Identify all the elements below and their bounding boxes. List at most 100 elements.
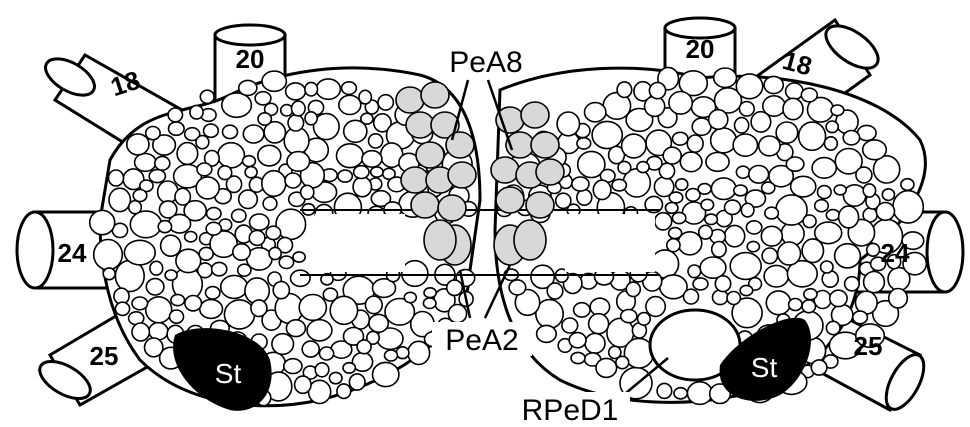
neuron-cell — [307, 320, 332, 341]
neuron-cell — [803, 215, 816, 228]
neuron-cell — [262, 71, 286, 91]
neuron-cell — [747, 241, 759, 251]
neuron-cell — [239, 80, 257, 95]
neuron-cell — [843, 185, 865, 206]
neuron-cell — [730, 253, 761, 280]
neuron-cell — [693, 278, 708, 290]
neuron-cell — [709, 110, 728, 130]
neuron-cell — [901, 179, 914, 191]
neuron-cell — [839, 206, 859, 228]
neuron-cell — [204, 124, 219, 137]
neuron-cell — [557, 112, 579, 136]
neuron-cell — [272, 334, 294, 355]
nerve-label-24-right: 24 — [881, 238, 910, 268]
neuron-cell — [258, 145, 281, 166]
neuron-cell — [701, 199, 714, 210]
statocyst-left-label: St — [215, 358, 242, 389]
neuron-cell — [764, 76, 783, 93]
neuron-cell — [302, 341, 319, 357]
neuron-cell — [876, 203, 894, 221]
neuron-cell — [739, 102, 754, 116]
neuron-cell — [811, 360, 827, 375]
neuron-cell — [337, 144, 364, 168]
pea-neuron — [491, 157, 519, 183]
neuron-cell — [830, 290, 847, 306]
neuron-cell — [149, 170, 165, 183]
neuron-cell — [168, 108, 182, 122]
neuron-cell — [250, 214, 269, 230]
neuron-cell — [815, 200, 829, 212]
neuron-cell — [109, 170, 124, 186]
neuron-cell — [736, 166, 749, 178]
neuron-cell — [161, 235, 181, 256]
pea-neuron — [448, 162, 476, 188]
neuron-cell — [165, 270, 177, 280]
pea-neuron — [446, 132, 474, 158]
neuron-cell — [674, 388, 687, 399]
neuron-cell — [286, 320, 305, 337]
neuron-cell — [864, 272, 885, 293]
neuron-cell — [725, 225, 745, 246]
neuron-cell — [574, 303, 590, 317]
neuron-cell — [669, 192, 682, 203]
neuron-cell — [684, 289, 699, 304]
neuron-cell — [733, 134, 757, 156]
neuron-cell — [342, 82, 357, 95]
neuron-cell — [378, 95, 393, 110]
neuron-cell — [669, 228, 682, 239]
neuron-cell — [791, 176, 816, 197]
pea-neuron — [526, 192, 554, 218]
neuron-cell — [714, 68, 737, 87]
neuron-cell — [373, 362, 399, 386]
neuron-cell — [617, 82, 632, 98]
neuron-cell — [129, 201, 142, 214]
neuron-cell — [687, 135, 703, 152]
neuron-cell — [185, 232, 197, 242]
neuron-cell — [715, 276, 730, 292]
neuron-cell — [212, 262, 227, 275]
neuron-cell — [315, 363, 329, 377]
neuron-cell — [618, 161, 631, 173]
neuron-cell — [197, 163, 212, 176]
commissure-gap-right — [565, 214, 655, 272]
pea-neuron — [421, 82, 449, 108]
neuron-cell — [291, 270, 311, 286]
neuron-cell — [133, 190, 147, 202]
neuron-cell — [562, 318, 578, 333]
neuron-cell — [206, 222, 221, 235]
neuron-cell — [740, 285, 753, 295]
pea-neuron — [401, 167, 429, 193]
neuron-cell — [789, 299, 802, 311]
neuron-cell — [273, 282, 289, 299]
neuron-cell — [834, 185, 846, 195]
neuron-cell — [408, 341, 430, 364]
neuron-cell — [362, 151, 382, 167]
pea-neuron — [416, 142, 444, 168]
neuron-cell — [749, 166, 769, 184]
neuron-cell — [196, 136, 209, 149]
neuron-cell — [863, 184, 875, 197]
neuron-cell — [146, 297, 172, 323]
neuron-cell — [645, 96, 665, 116]
neuron-cell — [646, 297, 665, 317]
neuron-cell — [185, 296, 202, 311]
neuron-cell — [292, 101, 306, 116]
neuron-cell — [882, 189, 894, 201]
neuron-cell — [569, 333, 586, 348]
neuron-cell — [353, 177, 371, 197]
neuron-cell — [649, 83, 665, 99]
neuron-cell — [245, 167, 257, 178]
neuron-cell — [132, 297, 148, 310]
neuron-cell — [132, 323, 149, 341]
neuron-cell — [176, 249, 201, 272]
neuron-cell — [109, 188, 130, 211]
neuron-cell — [190, 105, 203, 119]
neuron-cell — [258, 113, 271, 125]
neuron-cell — [385, 350, 398, 361]
neuron-cell — [221, 275, 248, 298]
neuron-cell — [687, 382, 712, 405]
neuron-cell — [596, 358, 617, 377]
neuron-cell — [448, 305, 466, 323]
nerve-label-25-right: 25 — [854, 331, 883, 361]
